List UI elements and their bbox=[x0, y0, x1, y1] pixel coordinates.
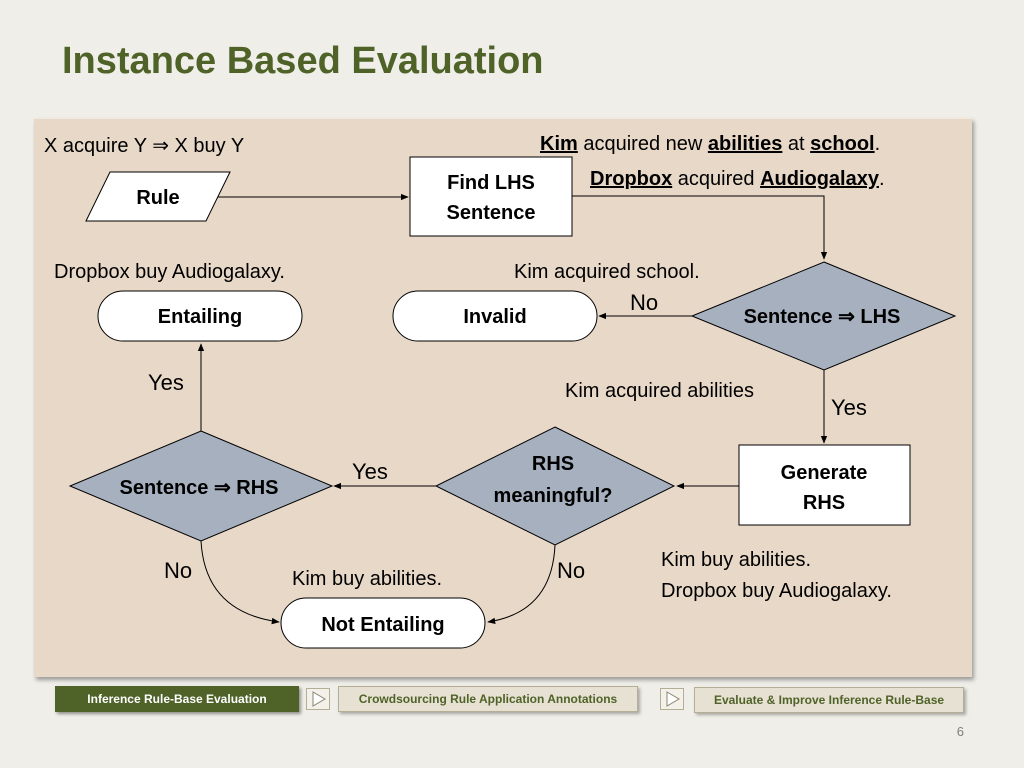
breadcrumb-step-1-label: Inference Rule-Base Evaluation bbox=[87, 692, 267, 706]
example-kim-object: abilities bbox=[708, 133, 782, 155]
rule-node-label: Rule bbox=[136, 187, 179, 209]
label-yes-generate: Yes bbox=[831, 395, 867, 420]
annotation-kim-abilities: Kim acquired abilities bbox=[565, 380, 754, 402]
find-lhs-label-1: Find LHS bbox=[447, 172, 535, 194]
breadcrumb-step-3-label: Evaluate & Improve Inference Rule-Base bbox=[713, 693, 945, 707]
generate-rhs-node bbox=[738, 444, 911, 526]
annotation-dropbox-buy: Dropbox buy Audiogalaxy. bbox=[54, 261, 285, 283]
rule-node bbox=[85, 171, 231, 222]
label-no-invalid: No bbox=[630, 290, 658, 315]
edge-sentencerhs-notentailing bbox=[200, 540, 280, 625]
label-yes-meaningful: Yes bbox=[352, 459, 388, 484]
sentence-lhs-label: Sentence ⇒ LHS bbox=[744, 306, 901, 328]
not-entailing-label: Not Entailing bbox=[321, 614, 444, 636]
annotation-dropbox-buy-right: Dropbox buy Audiogalaxy. bbox=[661, 580, 892, 602]
find-lhs-node bbox=[409, 156, 573, 237]
invalid-label: Invalid bbox=[463, 306, 526, 328]
breadcrumb-step-2-label: Crowdsourcing Rule Application Annotatio… bbox=[358, 692, 618, 706]
label-no-rhs-left: No bbox=[164, 558, 192, 583]
breadcrumb-step-1[interactable]: Inference Rule-Base Evaluation bbox=[55, 686, 299, 712]
rhs-meaningful-label-2: meaningful? bbox=[494, 485, 613, 507]
entailing-node bbox=[97, 290, 303, 342]
example-kim-place: school bbox=[810, 133, 874, 155]
edge-findlhs-sentencelhs bbox=[572, 195, 828, 260]
play-arrow-icon bbox=[660, 688, 684, 710]
generate-rhs-label-1: Generate bbox=[781, 462, 868, 484]
sentence-rhs-label: Sentence ⇒ RHS bbox=[119, 477, 278, 499]
label-yes-entailing: Yes bbox=[148, 370, 184, 395]
page-number: 6 bbox=[956, 724, 964, 739]
example-kim-subject: Kim bbox=[540, 133, 578, 155]
label-no-rhs-right: No bbox=[557, 558, 585, 583]
entailing-label: Entailing bbox=[158, 306, 242, 328]
invalid-node bbox=[392, 290, 598, 342]
generate-rhs-label-2: RHS bbox=[803, 492, 845, 514]
annotation-kim-school: Kim acquired school. bbox=[514, 261, 700, 283]
rule-text: X acquire Y ⇒ X buy Y bbox=[44, 135, 244, 157]
breadcrumb-step-2[interactable]: Crowdsourcing Rule Application Annotatio… bbox=[338, 686, 638, 712]
play-arrow-icon bbox=[306, 688, 330, 710]
annotation-kim-buy-center: Kim buy abilities. bbox=[292, 568, 442, 590]
rhs-meaningful-label-1: RHS bbox=[532, 453, 574, 475]
not-entailing-node bbox=[280, 597, 486, 649]
annotation-kim-buy-right: Kim buy abilities. bbox=[661, 549, 811, 571]
example-dropbox-object: Audiogalaxy bbox=[760, 168, 880, 190]
example-dropbox-subject: Dropbox bbox=[590, 168, 672, 190]
find-lhs-label-2: Sentence bbox=[447, 202, 536, 224]
edge-meaningful-notentailing bbox=[487, 544, 556, 625]
example-dropbox: Dropbox acquired Audiogalaxy. bbox=[590, 168, 885, 190]
example-kim: Kim acquired new abilities at school. bbox=[540, 133, 880, 155]
slide-title: Instance Based Evaluation bbox=[62, 40, 544, 82]
breadcrumb-step-3[interactable]: Evaluate & Improve Inference Rule-Base bbox=[694, 687, 964, 713]
